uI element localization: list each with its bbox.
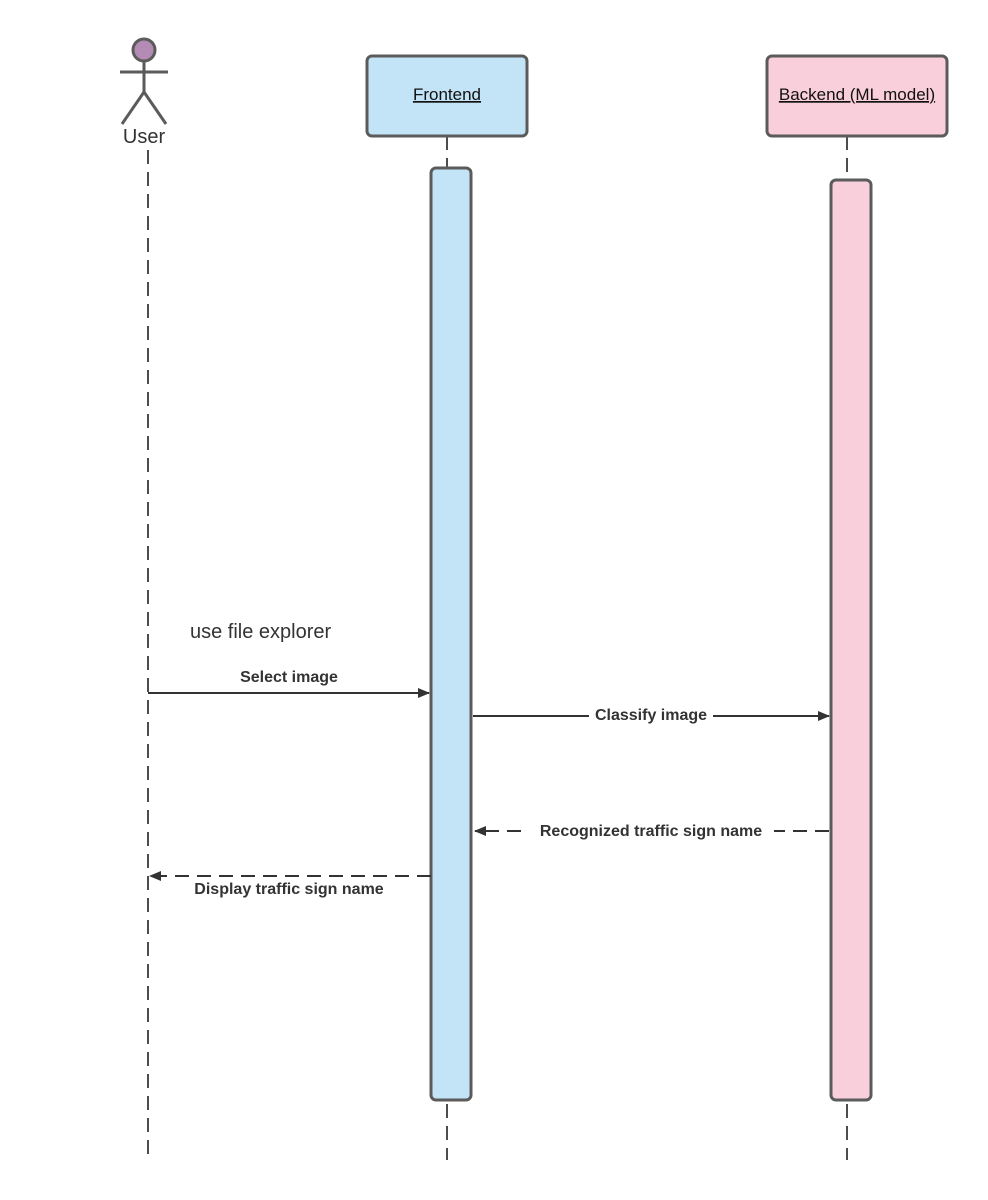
frontend-activation-bar [429,166,473,1102]
frontend-label: Frontend [413,85,481,104]
message-display-traffic-sign[interactable]: Display traffic sign name [149,871,431,898]
user-label: User [123,126,166,148]
select-image-label: Select image [240,669,338,686]
message-select-image[interactable]: Select image [148,669,430,698]
message-recognized-traffic-sign[interactable]: Recognized traffic sign name [474,820,829,840]
display-traffic-sign-label: Display traffic sign name [194,881,383,898]
stick-figure-icon [120,37,168,125]
recognized-traffic-sign-label: Recognized traffic sign name [540,823,762,840]
classify-label-bg [589,703,713,723]
note-use-file-explorer: use file explorer [190,621,332,643]
frontend-header-box [365,54,529,138]
backend-participant[interactable]: Backend (ML model) [765,54,949,138]
message-classify-image[interactable]: Classify image [473,703,830,724]
frontend-participant[interactable]: Frontend [365,54,529,138]
backend-header-box [765,54,949,138]
user-actor[interactable]: User [120,37,168,148]
recognized-label-bg [528,820,774,840]
backend-label: Backend (ML model) [779,85,935,104]
classify-image-label: Classify image [595,707,707,724]
backend-activation-bar [829,178,873,1102]
